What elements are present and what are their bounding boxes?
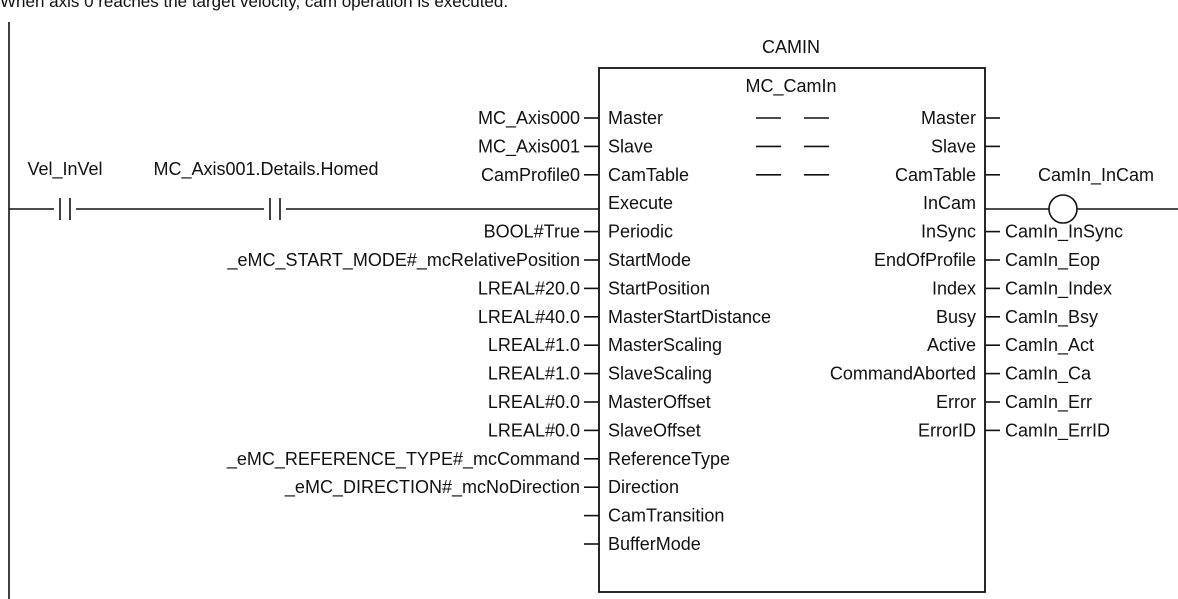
output-pin-active: Active [927, 335, 976, 355]
output-pin-incam: InCam [923, 193, 976, 213]
input-pin-periodic: Periodic [608, 222, 673, 242]
input-pin-startmode: StartMode [608, 250, 691, 270]
input-variable-periodic: BOOL#True [484, 222, 580, 242]
input-pin-referencetype: ReferenceType [608, 449, 730, 469]
output-pin-error: Error [936, 392, 976, 412]
block-instance-name: CAMIN [762, 37, 820, 57]
output-variable-endofprofile: CamIn_Eop [1005, 250, 1100, 271]
output-pin-endofprofile: EndOfProfile [874, 250, 976, 270]
output-pin-slave: Slave [931, 136, 976, 156]
input-pin-slavescaling: SlaveScaling [608, 364, 712, 384]
output-variable-busy: CamIn_Bsy [1005, 307, 1098, 328]
output-pin-busy: Busy [936, 307, 976, 327]
contact-label-homed: MC_Axis001.Details.Homed [153, 159, 378, 180]
input-variable-camtable: CamProfile0 [481, 165, 580, 185]
contact-label-vel-invel: Vel_InVel [27, 159, 102, 180]
output-variable-errorid: CamIn_ErrID [1005, 420, 1110, 441]
output-variable-index: CamIn_Index [1005, 278, 1112, 299]
output-pin-master: Master [921, 108, 976, 128]
input-variable-masterstartdistance: LREAL#40.0 [478, 307, 580, 327]
input-variable-direction: _eMC_DIRECTION#_mcNoDirection [284, 477, 580, 498]
input-variable-slavescaling: LREAL#1.0 [488, 364, 580, 384]
input-pin-execute: Execute [608, 193, 673, 213]
input-variable-slave: MC_Axis001 [478, 136, 580, 157]
coil-label: CamIn_InCam [1038, 165, 1154, 186]
output-pin-commandaborted: CommandAborted [830, 364, 976, 384]
input-pin-direction: Direction [608, 477, 679, 497]
input-variable-startposition: LREAL#20.0 [478, 278, 580, 298]
output-pin-camtable: CamTable [895, 165, 976, 185]
block-body [598, 67, 986, 593]
input-variable-masterscaling: LREAL#1.0 [488, 335, 580, 355]
output-variable-commandaborted: CamIn_Ca [1005, 364, 1092, 385]
block-type-name: MC_CamIn [745, 76, 836, 97]
output-variable-insync: CamIn_InSync [1005, 222, 1123, 243]
input-variable-referencetype: _eMC_REFERENCE_TYPE#_mcCommand [226, 449, 580, 470]
output-variable-error: CamIn_Err [1005, 392, 1092, 413]
diagram-caption: When axis 0 reaches the target velocity,… [0, 0, 509, 11]
output-pin-errorid: ErrorID [918, 420, 976, 440]
input-variable-masteroffset: LREAL#0.0 [488, 392, 580, 412]
input-pin-camtransition: CamTransition [608, 506, 724, 526]
contact-homed: MC_Axis001.Details.Homed [153, 159, 379, 222]
input-pin-masterstartdistance: MasterStartDistance [608, 307, 771, 327]
input-variable-slaveoffset: LREAL#0.0 [488, 420, 580, 440]
output-variable-active: CamIn_Act [1005, 335, 1094, 356]
contact-vel-invel: Vel_InVel [27, 159, 103, 222]
input-pin-slave: Slave [608, 136, 653, 156]
input-pin-startposition: StartPosition [608, 278, 710, 298]
output-pin-index: Index [932, 278, 976, 298]
input-pin-masterscaling: MasterScaling [608, 335, 722, 355]
input-pin-camtable: CamTable [608, 165, 689, 185]
output-pin-insync: InSync [921, 222, 976, 242]
input-variable-master: MC_Axis000 [478, 108, 580, 129]
input-pin-slaveoffset: SlaveOffset [608, 420, 701, 440]
output-coil: CamIn_InCam [1038, 165, 1154, 224]
input-variable-startmode: _eMC_START_MODE#_mcRelativePosition [227, 250, 580, 271]
input-pin-master: Master [608, 108, 663, 128]
input-pin-buffermode: BufferMode [608, 534, 701, 554]
input-pin-masteroffset: MasterOffset [608, 392, 711, 412]
